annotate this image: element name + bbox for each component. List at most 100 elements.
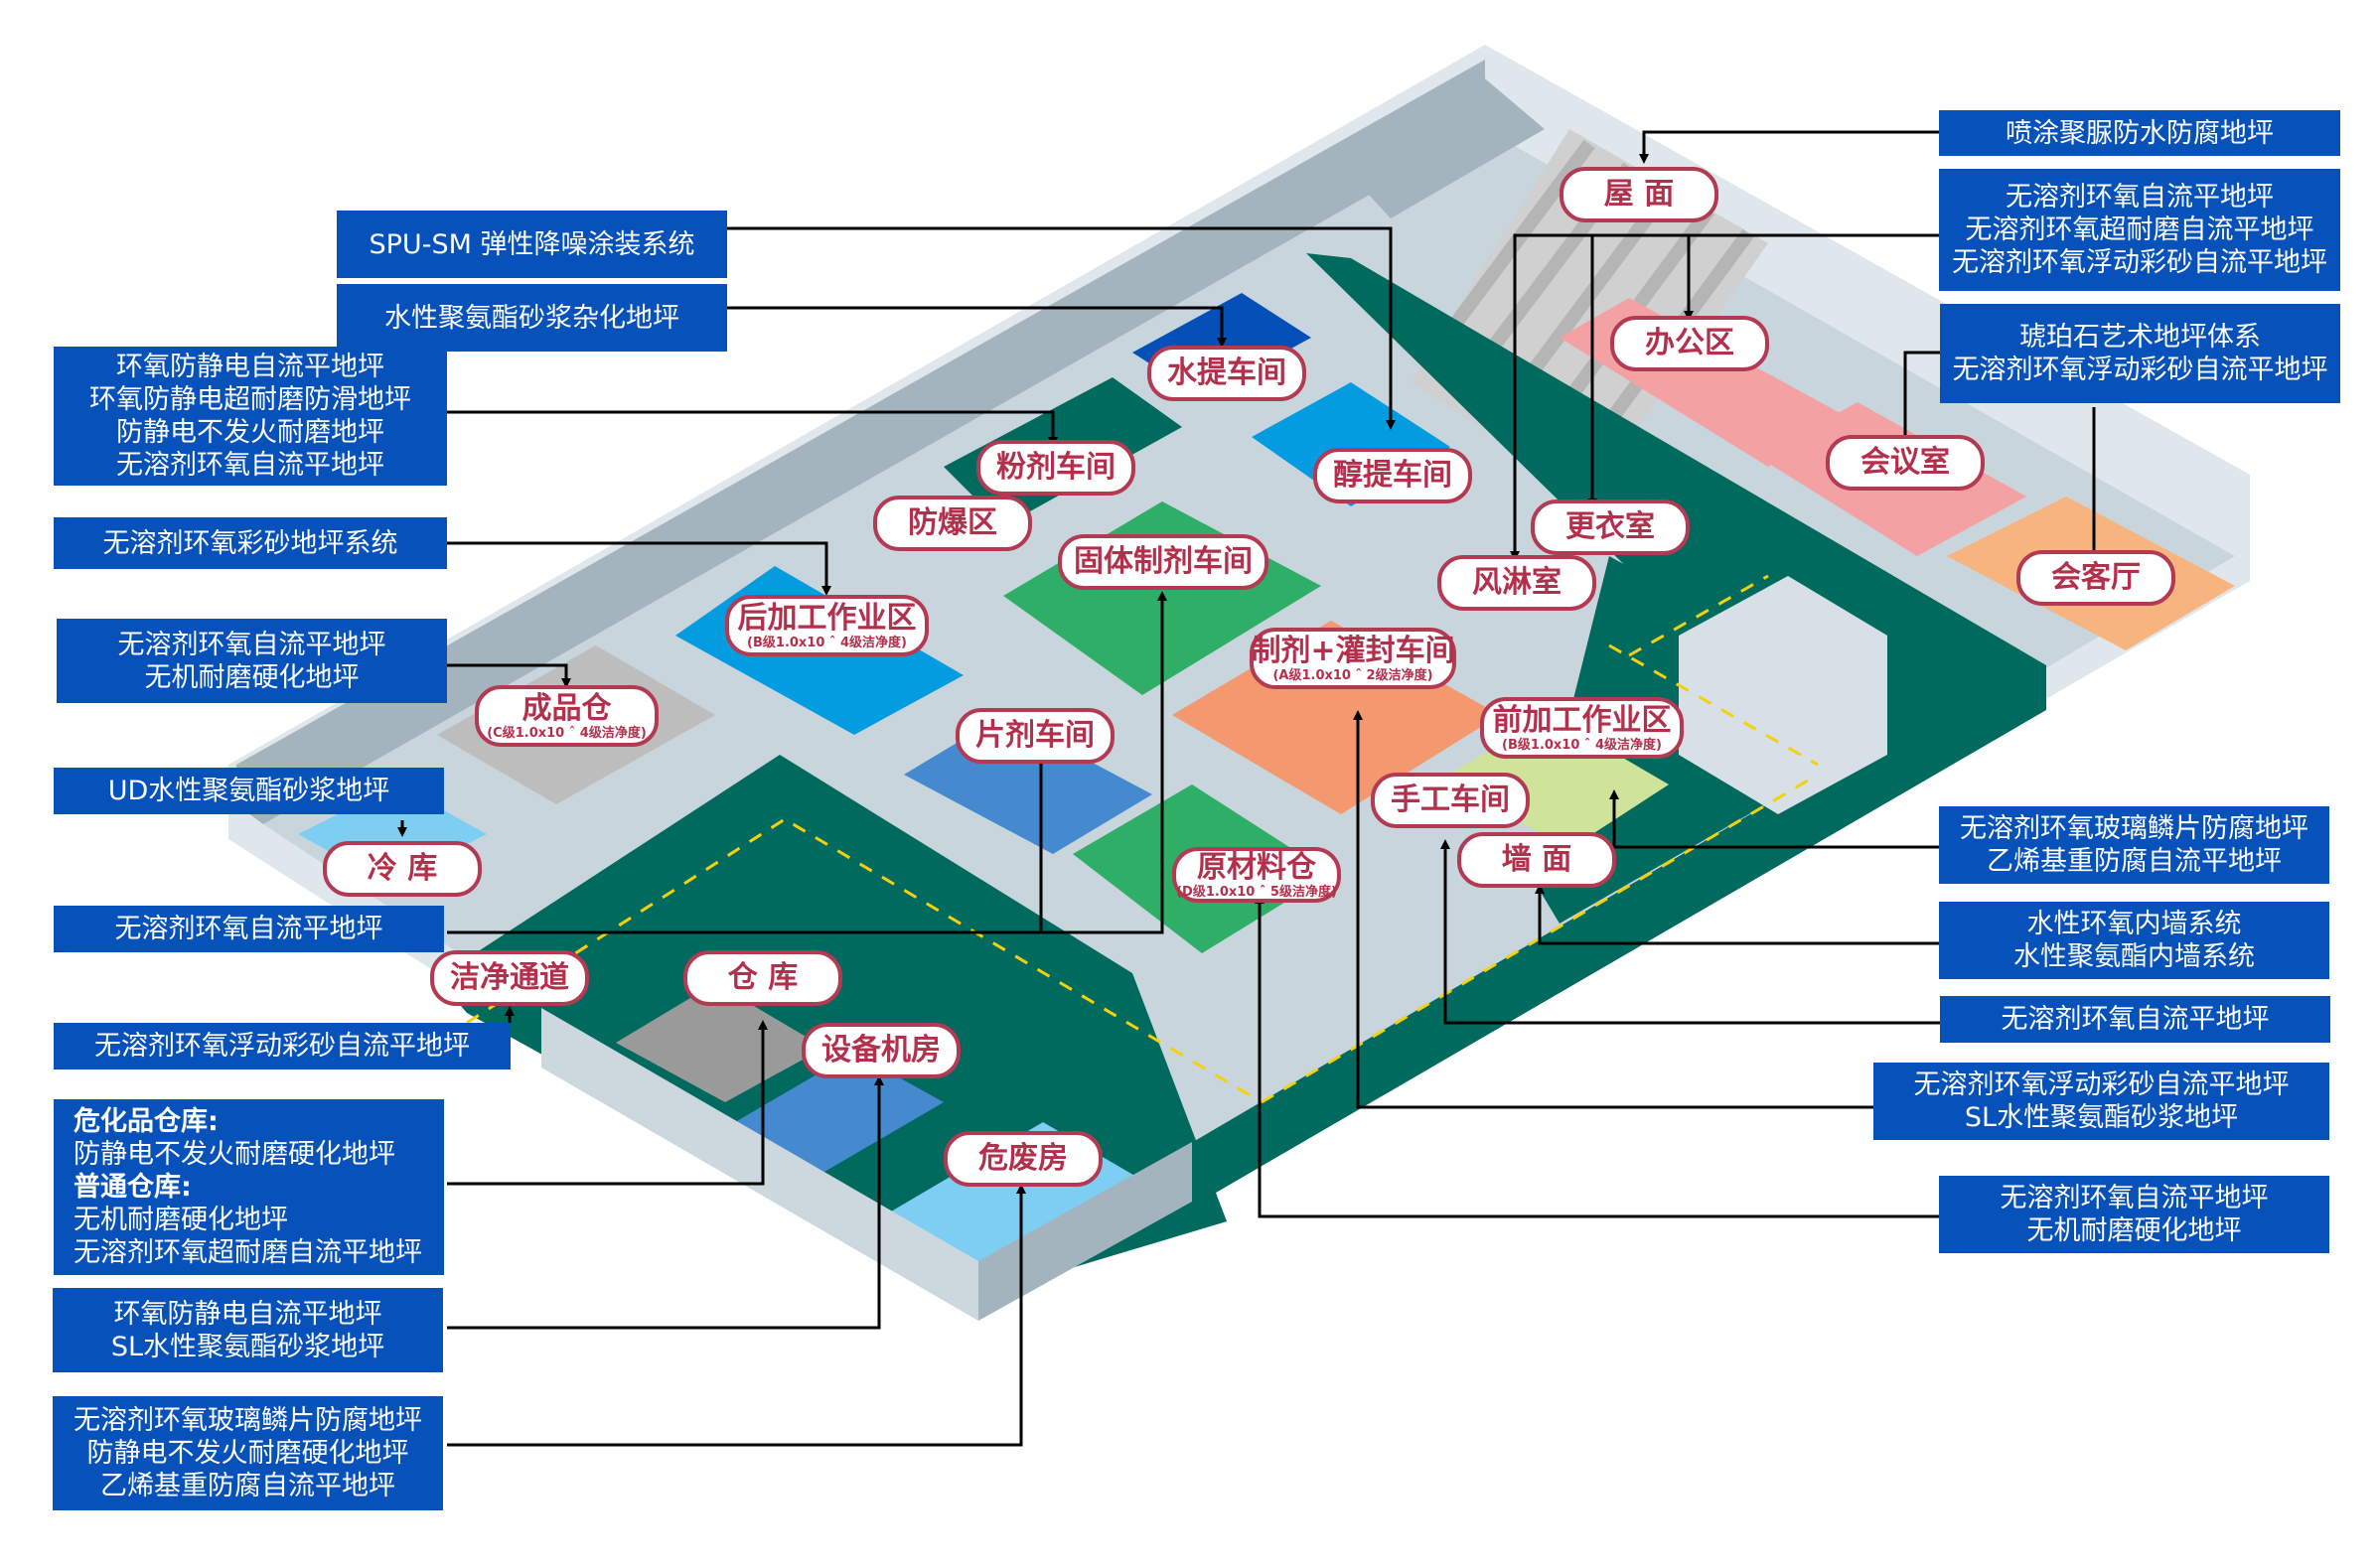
note-water-pu: 水性聚氨酯砂浆杂化地坪 <box>337 284 727 352</box>
note-line: 无溶剂环氧超耐磨自流平地坪 <box>1965 214 2314 245</box>
room-tag-solid-prep[interactable]: 固体制剂车间 <box>1058 534 1268 590</box>
room-tag-reception[interactable]: 会客厅 <box>2016 550 2175 606</box>
room-cleanliness-grade: (B级1.0x10 ˆ 4级洁净度) <box>1502 737 1662 753</box>
room-name: 更衣室 <box>1565 509 1655 544</box>
leader-tablet-b <box>1041 591 1167 934</box>
room-tag-powder[interactable]: 粉剂车间 <box>976 440 1135 496</box>
note-line: 无溶剂环氧自流平地坪 <box>114 914 383 944</box>
room-name: 仓 库 <box>727 960 799 995</box>
room-name: 洁净通道 <box>450 960 569 995</box>
note-line: 无溶剂环氧自流平地坪 <box>2006 182 2274 213</box>
note-line-heading: 危化品仓库: <box>74 1106 219 1137</box>
room-tag-clean-corridor[interactable]: 洁净通道 <box>430 950 589 1006</box>
room-name: 设备机房 <box>821 1033 941 1068</box>
leader-manual <box>1440 839 1950 1025</box>
room-tag-manual[interactable]: 手工车间 <box>1371 773 1530 828</box>
note-line: 无溶剂环氧自流平地坪 <box>117 629 386 660</box>
note-line: 无溶剂环氧浮动彩砂自流平地坪 <box>94 1031 470 1062</box>
building-back-wall <box>236 60 1485 824</box>
room-name: 固体制剂车间 <box>1074 544 1253 579</box>
note-line: SL水性聚氨酯砂浆地坪 <box>110 1331 385 1362</box>
room-tag-raw-material[interactable]: 原材料仓 (D级1.0x10 ˆ 5级洁净度) <box>1172 847 1341 903</box>
room-tag-air-shower[interactable]: 风淋室 <box>1437 555 1596 611</box>
leader-roof <box>1639 130 1950 164</box>
leader-office-a <box>1510 233 1950 561</box>
room-name: 原材料仓 <box>1197 849 1316 885</box>
note-line: 无溶剂环氧浮动彩砂自流平地坪 <box>1952 355 2328 385</box>
room-cleanliness-grade: (A级1.0x10 ˆ 2级洁净度) <box>1272 667 1433 683</box>
room-tag-post-processing[interactable]: 后加工作业区 (B级1.0x10 ˆ 4级洁净度) <box>725 595 929 656</box>
note-line: 无溶剂环氧自流平地坪 <box>2001 1004 2270 1035</box>
room-tag-wall-surface[interactable]: 墙 面 <box>1457 832 1616 888</box>
room-tag-tablet[interactable]: 片剂车间 <box>956 708 1115 764</box>
note-manual: 无溶剂环氧自流平地坪 <box>1940 996 2330 1043</box>
room-tag-meeting-room[interactable]: 会议室 <box>1826 435 1985 491</box>
room-tag-alcohol-extract[interactable]: 醇提车间 <box>1313 448 1472 503</box>
room-tag-cold-storage[interactable]: 冷 库 <box>323 841 482 897</box>
room-tag-warehouse[interactable]: 仓 库 <box>683 950 842 1006</box>
staircase-right <box>1679 576 1887 814</box>
front-wall-right <box>978 1142 1192 1321</box>
room-tag-pre-processing[interactable]: 前加工作业区 (B级1.0x10 ˆ 4级洁净度) <box>1480 697 1684 759</box>
room-tag-equipment-room[interactable]: 设备机房 <box>802 1023 961 1078</box>
note-line: 无溶剂环氧玻璃鳞片防腐地坪 <box>74 1405 422 1436</box>
note-line: 环氧防静电超耐磨防滑地坪 <box>89 384 411 415</box>
note-hazardous-waste: 无溶剂环氧玻璃鳞片防腐地坪 防静电不发火耐磨硬化地坪 乙烯基重防腐自流平地坪 <box>53 1396 443 1510</box>
leader-meeting-a <box>1900 351 1950 452</box>
room-name: 办公区 <box>1645 326 1734 360</box>
leader-hazard <box>447 1184 1026 1447</box>
note-line: 无溶剂环氧玻璃鳞片防腐地坪 <box>1960 813 2308 844</box>
room-tag-water-extract[interactable]: 水提车间 <box>1147 346 1306 401</box>
room-tag-roof[interactable]: 屋 面 <box>1560 167 1718 222</box>
note-clean-corridor: 无溶剂环氧浮动彩砂自流平地坪 <box>54 1023 511 1069</box>
room-name: 水提车间 <box>1167 356 1286 390</box>
room-tag-explosion-proof[interactable]: 防爆区 <box>873 496 1032 551</box>
note-filling: 无溶剂环氧浮动彩砂自流平地坪 SL水性聚氨酯砂浆地坪 <box>1873 1063 2329 1140</box>
room-cleanliness-grade: (D级1.0x10 ˆ 5级洁净度) <box>1176 884 1337 900</box>
front-wall-lower <box>541 1008 978 1321</box>
note-equipment-room: 环氧防静电自流平地坪 SL水性聚氨酯砂浆地坪 <box>53 1288 443 1372</box>
room-cleanliness-grade: (B级1.0x10 ˆ 4级洁净度) <box>747 635 907 650</box>
room-tag-hazardous-waste[interactable]: 危废房 <box>944 1131 1103 1187</box>
note-line-heading: 普通仓库: <box>74 1172 192 1203</box>
room-name: 手工车间 <box>1391 783 1510 817</box>
note-wall-surface: 水性环氧内墙系统 水性聚氨酯内墙系统 <box>1939 902 2329 979</box>
stairwell-top <box>1331 74 1545 218</box>
note-line: 环氧防静电自流平地坪 <box>116 352 384 382</box>
note-line: 防静电不发火耐磨硬化地坪 <box>86 1438 409 1469</box>
room-name: 片剂车间 <box>975 718 1095 753</box>
leader-spu <box>727 226 1396 430</box>
note-line: SPU-SM 弹性降噪涂装系统 <box>369 228 695 260</box>
note-line: 防静电不发火耐磨硬化地坪 <box>74 1139 395 1170</box>
leader-equipment <box>447 1075 884 1330</box>
room-cleanliness-grade: (C级1.0x10 ˆ 4级洁净度) <box>487 725 647 741</box>
note-finished-goods: 无溶剂环氧自流平地坪 无机耐磨硬化地坪 <box>57 619 447 703</box>
note-line: 无机耐磨硬化地坪 <box>74 1205 288 1235</box>
note-line: 喷涂聚脲防水防腐地坪 <box>2006 117 2274 149</box>
leader-post <box>447 541 831 596</box>
room-tag-office[interactable]: 办公区 <box>1610 316 1769 371</box>
room-name: 制剂+灌封车间 <box>1251 633 1455 668</box>
note-line: 无溶剂环氧超耐磨自流平地坪 <box>74 1237 422 1268</box>
leader-water-pu <box>727 306 1227 348</box>
room-name: 墙 面 <box>1501 842 1572 877</box>
leader-tablet-a <box>447 722 1046 934</box>
note-line: 无溶剂环氧浮动彩砂自流平地坪 <box>1952 247 2327 278</box>
note-line: 乙烯基重防腐自流平地坪 <box>100 1471 395 1501</box>
room-name: 前加工作业区 <box>1492 702 1672 738</box>
room-tag-finished-goods[interactable]: 成品仓 (C级1.0x10 ˆ 4级洁净度) <box>475 685 659 747</box>
room-name: 屋 面 <box>1603 177 1675 212</box>
note-line: UD水性聚氨酯砂浆地坪 <box>107 776 390 806</box>
note-meeting-room: 琥珀石艺术地坪体系 无溶剂环氧浮动彩砂自流平地坪 <box>1940 304 2340 403</box>
leader-powder <box>447 410 1058 447</box>
note-pre-processing: 无溶剂环氧玻璃鳞片防腐地坪 乙烯基重防腐自流平地坪 <box>1939 806 2329 884</box>
room-name: 防爆区 <box>908 505 997 540</box>
room-tag-changing-room[interactable]: 更衣室 <box>1531 499 1690 555</box>
note-spu: SPU-SM 弹性降噪涂装系统 <box>337 211 727 278</box>
room-name: 会客厅 <box>2051 560 2141 595</box>
leader-wall <box>1535 884 1950 945</box>
room-tag-filling[interactable]: 制剂+灌封车间 (A级1.0x10 ˆ 2级洁净度) <box>1250 628 1456 689</box>
note-warehouse: 危化品仓库: 防静电不发火耐磨硬化地坪 普通仓库: 无机耐磨硬化地坪 无溶剂环氧… <box>54 1099 444 1275</box>
note-post-processing: 无溶剂环氧彩砂地坪系统 <box>54 517 447 569</box>
